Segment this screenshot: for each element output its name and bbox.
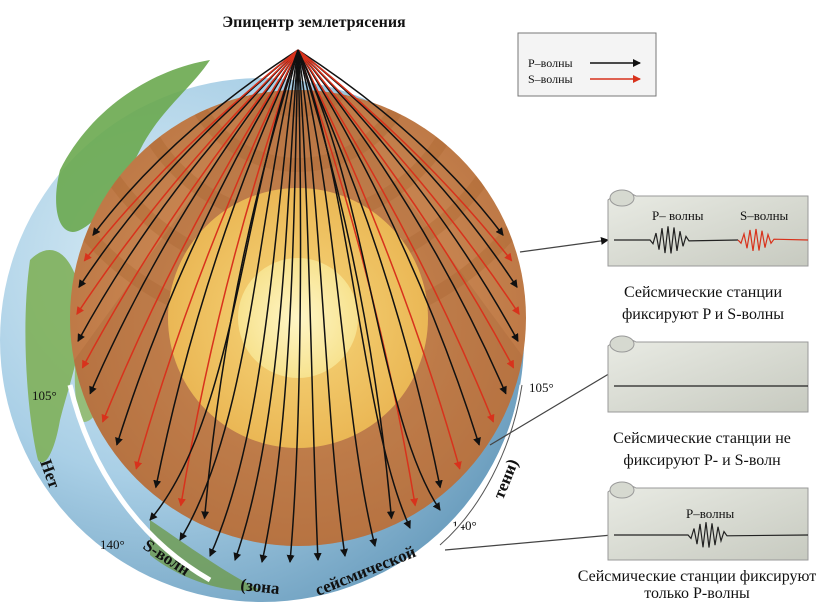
shadow-zone-arc-right-line (439, 384, 523, 546)
station-1-p-label: P– волны (652, 208, 704, 223)
station-1-trace (614, 226, 739, 254)
legend-p-label: P–волны (528, 56, 573, 70)
globe-land-south (25, 250, 83, 463)
p-ray-core (179, 49, 299, 541)
station-3-caption-line2: только P-волны (644, 585, 750, 602)
p-ray-core (297, 49, 441, 511)
p-ray-mantle (153, 49, 299, 489)
p-ray-core (149, 49, 299, 521)
p-ray-mantle (297, 49, 443, 489)
p-ray-mantle (115, 49, 299, 446)
shadow-zone-arc (67, 384, 212, 583)
p-ray-mantle (77, 49, 299, 342)
p-ray-mantle (297, 49, 481, 446)
p-ray-mantle (297, 49, 507, 395)
p-ray-mantle (89, 49, 299, 395)
legend: P–волны S–волны (517, 32, 657, 97)
station-panel-1: P– волны S–волны (607, 189, 809, 267)
s-ray-mantle (101, 49, 299, 423)
station-1-caption: Сейсмические станции фиксируют P и S-вол… (600, 282, 806, 326)
station-3-caption-line1: Сейсмические станции фиксируют (577, 568, 817, 585)
p-ray-core (286, 49, 302, 563)
p-ray-mantle (297, 49, 519, 342)
connector-1 (519, 236, 609, 253)
s-ray-mantle (297, 49, 495, 423)
angle-right-105: 105° (529, 380, 554, 395)
station-3-p-label: P–волны (686, 506, 735, 521)
connector-3 (444, 534, 613, 551)
p-ray-mantle (297, 49, 504, 236)
station-1-s-trace (737, 228, 809, 251)
p-ray-core (297, 49, 322, 561)
globe-land-north (56, 60, 210, 232)
connector-2 (489, 371, 613, 446)
s-ray-mantle (178, 49, 299, 507)
s-ray-mantle (83, 49, 299, 262)
legend-s-label: S–волны (528, 72, 573, 86)
station-3-caption: Сейсмические станции фиксируют только P-… (568, 568, 826, 602)
p-ray-core (259, 49, 299, 563)
p-ray-core (297, 49, 411, 529)
station-1-s-label: S–волны (740, 208, 789, 223)
inner-core (238, 258, 358, 378)
angle-left-105: 105° (32, 388, 57, 403)
station-panel-2 (607, 335, 809, 413)
s-ray-mantle (76, 49, 299, 315)
station-2-caption-line1: Сейсмические станции не (613, 430, 791, 447)
s-ray-mantle (297, 49, 462, 470)
station-1-caption-line1: Сейсмические станции (623, 284, 783, 301)
p-ray-core (297, 49, 348, 557)
p-ray-mantle (92, 49, 299, 236)
s-ray-mantle (297, 49, 515, 369)
p-ray-core (209, 49, 299, 557)
s-ray-mantle (297, 49, 520, 315)
shadow-word-3: (зона (240, 575, 281, 598)
station-panel-3: P–волны (607, 481, 809, 561)
diagram-title: Эпицентр землетрясения (222, 14, 406, 31)
p-ray-core (297, 49, 378, 547)
station-2-caption-line2: фиксируют P- и S-волн (623, 452, 781, 469)
station-3-trace (614, 522, 809, 548)
s-ray-mantle (134, 49, 299, 470)
station-1-caption-line2: фиксируют P и S-волны (621, 306, 785, 323)
s-ray-mantle (81, 49, 299, 369)
ray-paths (76, 49, 520, 563)
shadow-word-5: тени) (489, 456, 522, 501)
p-ray-mantle (201, 49, 299, 520)
station-2-caption: Сейсмические станции не фиксируют P- и S… (594, 428, 810, 472)
angle-left-140: 140° (100, 537, 125, 552)
s-ray-mantle (297, 49, 513, 262)
p-ray-core (233, 49, 299, 561)
